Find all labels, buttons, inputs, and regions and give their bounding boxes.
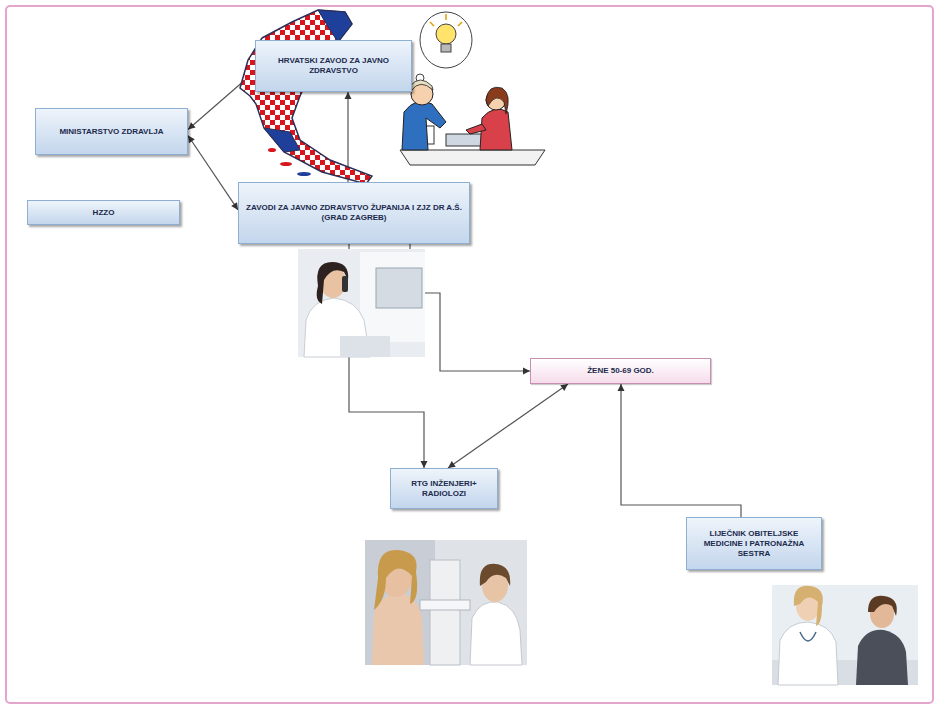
box-label: MINISTARSTVO ZDRAVLJA (59, 127, 163, 137)
meeting-cartoon-part (400, 150, 545, 165)
meeting-cartoon-part (436, 24, 456, 44)
arrow-head (523, 368, 530, 375)
arrow-head (448, 461, 456, 468)
doctor-photo (772, 585, 918, 685)
meeting-cartoon-part (441, 44, 451, 52)
page-frame (6, 6, 933, 703)
mammography-photo-part (374, 550, 417, 610)
arrow-head (231, 202, 238, 210)
meeting-cartoon-part (458, 22, 462, 26)
croatia-map-part (264, 128, 300, 152)
arrow-head (345, 92, 352, 99)
arrow-head (421, 461, 428, 468)
mammography-photo-part (420, 600, 470, 610)
croatia-map-part (318, 10, 352, 42)
mammography-photo-part (480, 564, 510, 586)
arrow-head (618, 384, 625, 391)
croatia-map (240, 10, 372, 184)
connector-line (410, 244, 530, 371)
institute-box: HRVATSKI ZAVOD ZA JAVNO ZDRAVSTVO (255, 40, 412, 92)
meeting-cartoon-part (445, 14, 447, 20)
doctor-photo-part (800, 632, 816, 641)
box-label: ZAVODI ZA JAVNO ZDRAVSTVO ŽUPANIJA I ZJZ… (245, 203, 463, 223)
mammography-photo-part (365, 540, 527, 665)
croatia-map-part (268, 148, 276, 152)
connector (618, 384, 742, 517)
county-institutes-box: ZAVODI ZA JAVNO ZDRAVSTVO ŽUPANIJA I ZJZ… (238, 182, 470, 244)
doctor-photo-part (772, 585, 918, 685)
connector-line (188, 136, 238, 210)
phone-photo-part (376, 268, 422, 308)
mammography-photo-part (430, 560, 460, 665)
connector (188, 136, 238, 210)
croatia-map-part (297, 172, 311, 176)
arrow-head (188, 136, 195, 144)
arrow-head (560, 384, 568, 391)
radiology-box: RTG INŽENJERI+ RADIOLOZI (390, 468, 498, 509)
doctor-photo-part (856, 630, 908, 685)
croatia-map-part (280, 162, 292, 166)
mammography-photo-part (470, 602, 522, 665)
connector-line (621, 384, 741, 517)
doctor-photo-part (778, 622, 838, 685)
mammography-photo (365, 540, 527, 665)
phone-photo-part (317, 262, 349, 304)
meeting-cartoon-part (402, 101, 446, 150)
doctor-photo-part (794, 586, 823, 626)
connector (410, 244, 530, 375)
box-label: ŽENE 50-69 GOD. (587, 366, 654, 376)
doctor-photo-part (868, 596, 897, 616)
meeting-cartoon-part (486, 87, 508, 114)
connector (448, 384, 568, 468)
phone-photo-part (342, 276, 348, 292)
phone-photo-part (298, 249, 425, 357)
ministry-box: MINISTARSTVO ZDRAVLJA (35, 108, 188, 155)
target-group-box: ŽENE 50-69 GOD. (530, 358, 711, 384)
phone-photo-part (340, 336, 390, 357)
croatia-map-part (240, 10, 372, 184)
meeting-cartoon-part (420, 12, 472, 68)
meeting-cartoon-part (430, 22, 434, 26)
phone-photo (298, 249, 425, 357)
box-label: LIJEČNIK OBITELJSKE MEDICINE I PATRONAŽN… (693, 529, 815, 559)
meeting-cartoon (400, 12, 545, 165)
box-label: HZZO (93, 208, 115, 218)
meeting-cartoon-part (466, 124, 486, 134)
connector-line (448, 384, 568, 468)
box-label: RTG INŽENJERI+ RADIOLOZI (397, 479, 491, 499)
mammography-photo-part (372, 593, 424, 665)
box-label: HRVATSKI ZAVOD ZA JAVNO ZDRAVSTVO (262, 56, 405, 76)
family-doctor-box: LIJEČNIK OBITELJSKE MEDICINE I PATRONAŽN… (686, 517, 822, 570)
phone-photo-part (360, 252, 425, 342)
arrow-head (188, 122, 196, 129)
meeting-cartoon-part (410, 80, 433, 91)
insurance-box: HZZO (27, 200, 180, 225)
